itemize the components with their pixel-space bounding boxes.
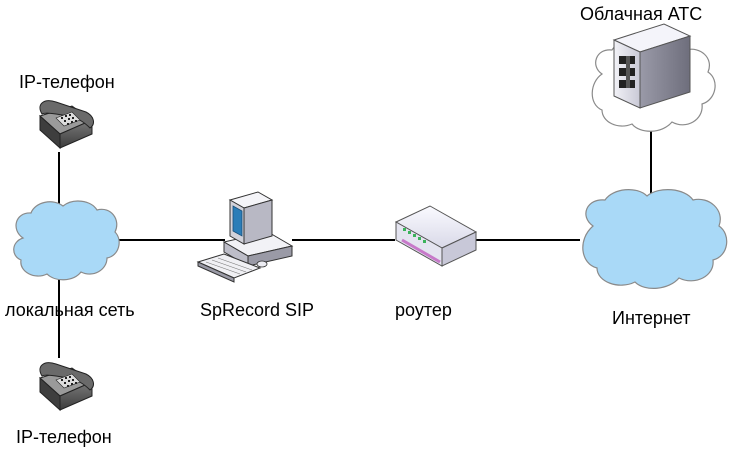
connection-lines [58,128,652,358]
label-recorder: SpRecord SIP [200,300,314,320]
label-router: роутер [395,300,452,320]
label-ip-phone-bottom: IP-телефон [16,427,112,447]
label-local-network: локальная сеть [5,300,135,320]
label-ip-phone-top: IP-телефон [19,72,115,92]
local-network-cloud [13,200,120,281]
ip-phone-icon [39,362,94,412]
internet-cloud [582,189,728,289]
ip-phone-icon [39,100,94,150]
label-cloud-pbx: Облачная АТС [580,4,702,24]
router-icon [394,205,478,267]
workstation-icon [196,191,294,283]
label-internet: Интернет [612,308,691,328]
diagram-labels: IP-телефон локальная сеть IP-телефон SpR… [5,4,702,447]
cloud-icon [582,189,728,289]
cloud-icon [13,200,120,281]
server-icon [612,23,692,109]
